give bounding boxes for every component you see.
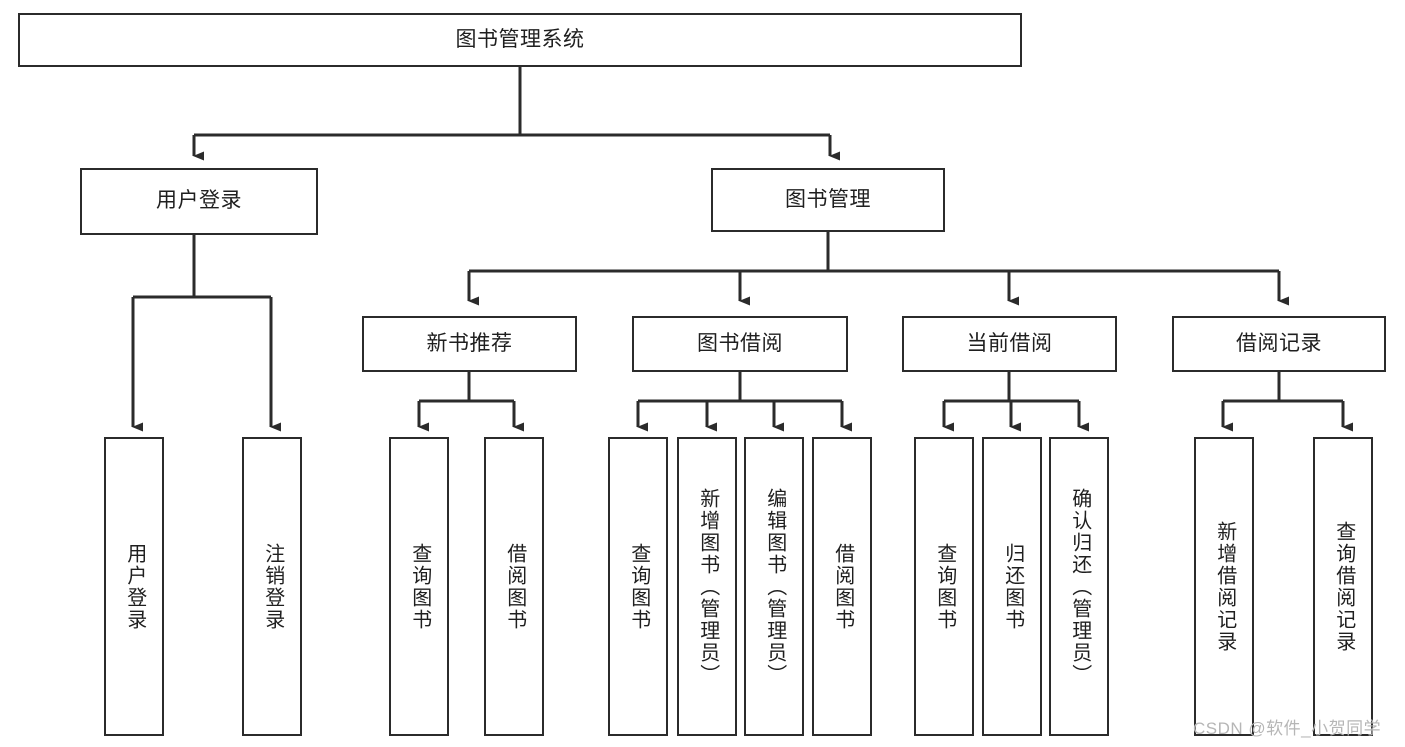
node-label: 新增图书（管理员）: [696, 487, 719, 686]
node-label: 归还图书: [1001, 542, 1024, 631]
leaf-user-login[interactable]: 用户登录: [104, 437, 164, 736]
node-label: 查询借阅记录: [1332, 520, 1355, 653]
leaf-borrow-records-add-record[interactable]: 新增借阅记录: [1194, 437, 1254, 736]
node-label: 图书管理: [785, 187, 871, 211]
node-label: 查询图书: [627, 542, 650, 631]
leaf-new-books-query-book[interactable]: 查询图书: [389, 437, 449, 736]
leaf-user-logout[interactable]: 注销登录: [242, 437, 302, 736]
leaf-book-borrow-query-book[interactable]: 查询图书: [608, 437, 668, 736]
node-label: 借阅图书: [831, 542, 854, 631]
csdn-watermark: CSDN @软件_小贺同学: [1193, 719, 1382, 738]
node-new-book-recommend[interactable]: 新书推荐: [362, 316, 577, 372]
node-label: 新增借阅记录: [1213, 520, 1236, 653]
node-label: 确认归还（管理员）: [1068, 487, 1091, 686]
node-label: 查询图书: [408, 542, 431, 631]
node-label: 借阅图书: [503, 542, 526, 631]
leaf-book-borrow-edit-book[interactable]: 编辑图书（管理员）: [744, 437, 804, 736]
node-label: 借阅记录: [1236, 331, 1322, 355]
node-label: 用户登录: [156, 189, 242, 213]
node-label: 编辑图书（管理员）: [763, 487, 786, 686]
node-borrow-records[interactable]: 借阅记录: [1172, 316, 1386, 372]
leaf-current-borrow-confirm-return[interactable]: 确认归还（管理员）: [1049, 437, 1109, 736]
node-user-login[interactable]: 用户登录: [80, 168, 318, 235]
leaf-book-borrow-borrow-book[interactable]: 借阅图书: [812, 437, 872, 736]
leaf-book-borrow-add-book[interactable]: 新增图书（管理员）: [677, 437, 737, 736]
node-book-borrow[interactable]: 图书借阅: [632, 316, 848, 372]
node-label: 查询图书: [933, 542, 956, 631]
node-book-management-system[interactable]: 图书管理系统: [18, 13, 1022, 67]
leaf-borrow-records-query-record[interactable]: 查询借阅记录: [1313, 437, 1373, 736]
leaf-new-books-borrow-book[interactable]: 借阅图书: [484, 437, 544, 736]
node-label: 新书推荐: [426, 331, 513, 355]
leaf-current-borrow-query-book[interactable]: 查询图书: [914, 437, 974, 736]
leaf-current-borrow-return-book[interactable]: 归还图书: [982, 437, 1042, 736]
node-label: 图书管理系统: [455, 27, 585, 51]
node-label: 用户登录: [123, 542, 146, 631]
node-label: 图书借阅: [697, 331, 783, 355]
node-label: 当前借阅: [966, 331, 1053, 355]
node-book-management[interactable]: 图书管理: [711, 168, 945, 232]
node-current-borrow[interactable]: 当前借阅: [902, 316, 1117, 372]
node-label: 注销登录: [261, 542, 284, 631]
